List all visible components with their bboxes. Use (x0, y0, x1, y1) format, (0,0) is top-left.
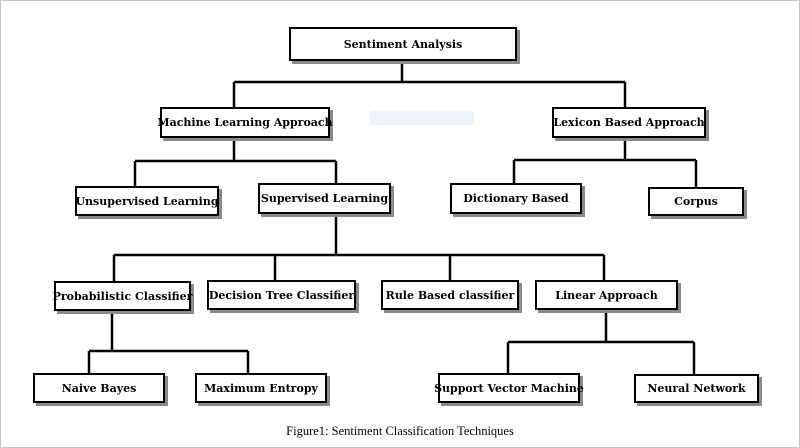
node-machine-learning-approach: Machine Learning Approach (157, 107, 333, 138)
node-neural-network: Neural Network (634, 374, 759, 403)
node-rule-based-classifier: Rule Based classifier (381, 280, 519, 310)
node-maximum-entropy: Maximum Entropy (195, 373, 327, 403)
node-corpus: Corpus (648, 187, 744, 216)
node-linear-approach: Linear Approach (535, 280, 678, 310)
node-probabilistic-classifier: Probabilistic Classifier (53, 281, 192, 311)
node-unsupervised-learning: Unsupervised Learning (75, 186, 219, 216)
faint-watermark (370, 111, 474, 125)
node-dictionary-based: Dictionary Based (450, 183, 582, 214)
node-sentiment-analysis: Sentiment Analysis (289, 27, 517, 61)
node-support-vector-machine: Support Vector Machine (434, 373, 584, 403)
node-naive-bayes: Naive Bayes (33, 373, 165, 403)
node-decision-tree-classifier: Decision Tree Classifier (207, 280, 356, 310)
node-lexicon-based-approach: Lexicon Based Approach (552, 107, 706, 138)
figure-caption: Figure1: Sentiment Classification Techni… (286, 424, 514, 438)
node-supervised-learning: Supervised Learning (258, 183, 391, 214)
